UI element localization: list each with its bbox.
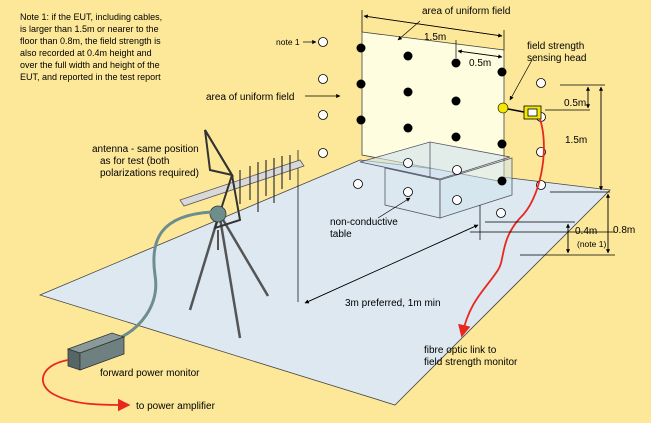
label-fibre-2: field strength monitor bbox=[424, 357, 518, 368]
label-table-1: non-conductive bbox=[330, 217, 398, 228]
label-fibre-1: fibre optic link to bbox=[424, 345, 497, 356]
label-to-amplifier: to power amplifier bbox=[136, 401, 216, 412]
label-width-total: 1.5m bbox=[424, 32, 446, 43]
dimension-lines bbox=[297, 10, 615, 304]
label-h08: 0.8m bbox=[613, 225, 635, 236]
note-line-3: floor than 0.8m, the field strength is bbox=[20, 36, 161, 46]
forward-power-monitor bbox=[66, 332, 126, 371]
antenna-assembly bbox=[179, 129, 305, 339]
note-line-6: EUT, and reported in the test report bbox=[20, 72, 161, 82]
label-h04: 0.4m bbox=[575, 226, 597, 237]
note-line-5: over the full width and height of the bbox=[20, 60, 160, 70]
label-area-uniform-top: area of uniform field bbox=[422, 6, 510, 17]
black-test-points bbox=[356, 43, 507, 186]
label-sensing-head-2: sensing head bbox=[527, 53, 587, 64]
label-height-total: 1.5m bbox=[565, 135, 587, 146]
note-line-4: also recorded at 0.4m height and bbox=[20, 48, 152, 58]
label-antenna-1: antenna - same position bbox=[92, 144, 199, 155]
label-h04-note: (note 1) bbox=[577, 239, 606, 249]
label-note1: note 1 bbox=[276, 37, 300, 47]
label-power-monitor: forward power monitor bbox=[100, 368, 200, 379]
fibre-optic-cable bbox=[458, 118, 545, 338]
label-antenna-3: polarizations required) bbox=[100, 168, 199, 179]
leader-lines bbox=[303, 20, 533, 219]
power-amplifier-cable bbox=[42, 359, 131, 412]
note-line-1: Note 1: if the EUT, including cables, bbox=[20, 12, 162, 22]
label-table-2: table bbox=[330, 229, 352, 240]
coax-cable bbox=[114, 210, 213, 342]
label-distance: 3m preferred, 1m min bbox=[345, 298, 441, 309]
field-strength-sensor bbox=[497, 102, 542, 120]
label-height-step: 0.5m bbox=[564, 98, 586, 109]
label-antenna-2: as for test (both bbox=[100, 156, 169, 167]
label-sensing-head-1: field strength bbox=[527, 41, 584, 52]
note-text-block: Note 1: if the EUT, including cables, is… bbox=[20, 12, 162, 82]
white-test-points bbox=[318, 37, 546, 218]
label-area-uniform-left: area of uniform field bbox=[206, 92, 294, 103]
label-width-step: 0.5m bbox=[469, 58, 491, 69]
floor-plane bbox=[38, 159, 611, 406]
note-line-2: is larger than 1.5m or nearer to the bbox=[20, 24, 159, 34]
